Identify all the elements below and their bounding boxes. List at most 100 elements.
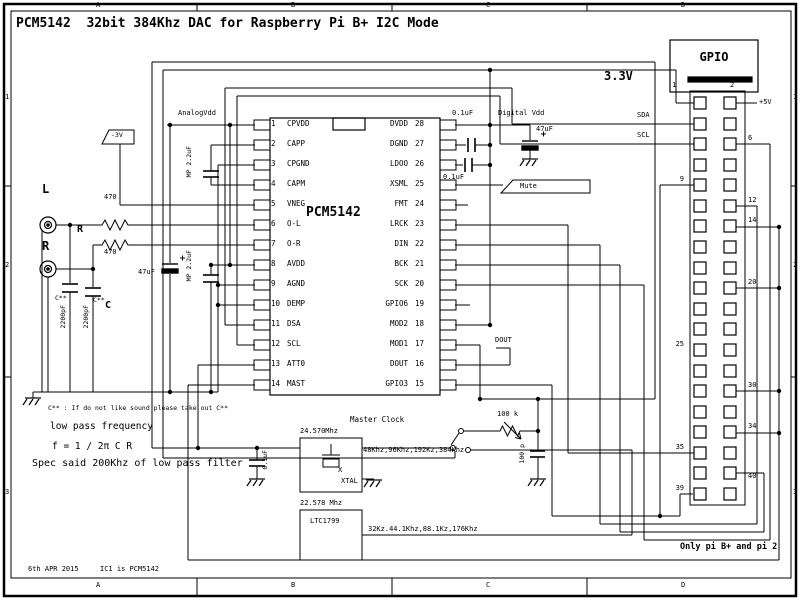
c-big-label: C (105, 300, 112, 311)
ic-pin-name: GPIO3 (385, 379, 408, 388)
resistors (98, 218, 523, 440)
ic-pin-stub-right (439, 139, 457, 151)
gpio-pin-number: 25 (675, 340, 684, 348)
x-label: X (338, 466, 343, 474)
gpio-pin-square (693, 96, 707, 110)
ic-pin-name: O-L (287, 219, 301, 228)
gpio-pin-square (693, 137, 707, 151)
jack-l-label: L (42, 182, 50, 196)
gpio-pin-number: 14 (748, 216, 757, 224)
gpio-pin-square (723, 343, 737, 357)
ruler-col-d-bottom: D (681, 581, 686, 589)
clock-switch-icon (450, 428, 471, 453)
ic-pin-num: 15 (415, 379, 425, 388)
ic-pin-stub-right (439, 119, 457, 131)
ic-pin-name: CPVDD (287, 119, 310, 128)
osc-freq-label: 22.578 Mhz (300, 499, 343, 507)
c-star-right-label: C** (93, 296, 105, 304)
ic-pin-stub-left (253, 319, 271, 331)
gpio-pin-square (723, 322, 737, 336)
neg3v-flag (101, 129, 135, 145)
c2200-right-label: 2200pF (82, 305, 90, 329)
ic-pin-name: GPIO6 (385, 299, 408, 308)
ic-pin-stub-right (439, 259, 457, 271)
ic-pin-name: CAPM (287, 179, 306, 188)
r-channel-label: R (77, 224, 84, 235)
ic-pin-name: CPGND (287, 159, 310, 168)
cap-mp22-bottom-icon (203, 274, 219, 283)
ic-pin-stub-left (253, 259, 271, 271)
ic-pin-num: 25 (415, 179, 425, 188)
gpio-pin-number: 6 (748, 134, 753, 142)
gpio-pin-number: 40 (748, 472, 757, 480)
ic-pin-name: BCK (394, 259, 408, 268)
mute-label: Mute (520, 182, 537, 190)
ic-pin-num: 21 (415, 259, 425, 268)
cap47-digital-label: 47uF (536, 125, 553, 133)
ruler-row-3-left: 3 (5, 488, 10, 496)
ground-icon (527, 478, 546, 487)
ic-pin-num: 24 (415, 199, 425, 208)
ic-pin-name: CAPP (287, 139, 306, 148)
gpio-header-bar (687, 76, 753, 83)
electrolytic-caps (161, 131, 546, 274)
ruler-row-1-left: 1 (5, 93, 10, 101)
ic-pin-num: 17 (415, 339, 425, 348)
gpio-pin-square (723, 219, 737, 233)
gpio-title: GPIO (699, 50, 729, 64)
ic-pin-num: 13 (271, 359, 281, 368)
gpio-pin-square (723, 137, 737, 151)
ic-pin-stub-right (439, 239, 457, 251)
gpio-pin-square (693, 219, 707, 233)
ic-pin-num: 7 (271, 239, 276, 248)
ic-pin-num: 16 (415, 359, 425, 368)
gpio-pin-square (693, 281, 707, 295)
ruler-col-a-bottom: A (96, 581, 101, 589)
ic-pin-stub-left (253, 159, 271, 171)
r470-bottom-label: 470 (104, 248, 117, 256)
ruler-row-2-left: 2 (5, 261, 10, 269)
digital-vdd-label: Digital Vdd (498, 109, 545, 117)
date-label: 6th APR 2015 (28, 565, 79, 573)
mp22-bottom-label: MP 2.2uF (185, 250, 193, 282)
ic-pin-name: DIN (394, 239, 408, 248)
page-title: PCM5142 32bit 384Khz DAC for Raspberry P… (16, 16, 439, 31)
ic-pin-name: O-R (287, 239, 301, 248)
ic-pin-num: 9 (271, 279, 276, 288)
junction-dots (67, 67, 782, 519)
rca-jack-r-icon (39, 260, 57, 278)
cap01-xtal-label: 0.1uF (261, 450, 269, 470)
c100p-label: 100 p (518, 444, 526, 464)
gpio-pin-square (693, 384, 707, 398)
gpio-pin-square (723, 425, 737, 439)
ic-pin-num: 1 (271, 119, 276, 128)
r470-top-label: 470 (104, 193, 117, 201)
rates-low-label: 32Kz.44.1Khz,88.1Kz,176Khz (368, 525, 478, 533)
lpf-note-2: f = 1 / 2π C R (52, 441, 133, 452)
ic-pin-stub-left (253, 199, 271, 211)
gpio-pin-square (693, 446, 707, 460)
ic-pin-stub-right (439, 319, 457, 331)
r100k-label: 100 k (497, 410, 519, 418)
ic-pin-name: DOUT (389, 359, 408, 368)
cap-0.1uf-xtal-icon (249, 459, 265, 467)
ic-pin-stub-left (253, 279, 271, 291)
dout-label: DOUT (495, 336, 512, 344)
ic-pin-name: SCL (287, 339, 301, 348)
gpio-pin-square (693, 302, 707, 316)
capacitors (62, 138, 545, 467)
ic-pin-num: 4 (271, 179, 276, 188)
gpio-pin-number: 30 (748, 381, 757, 389)
ic-pin-name: VNEG (287, 199, 306, 208)
gpio-pin-square (723, 446, 737, 460)
ic-pin-stub-right (439, 199, 457, 211)
gpio-pin-square (693, 178, 707, 192)
ic-pin-name: DSA (287, 319, 301, 328)
ic-pin-num: 19 (415, 299, 425, 308)
ic-name: PCM5142 (306, 205, 361, 220)
gpio-pin-square (693, 466, 707, 480)
cap-2200pf-left-icon (62, 283, 78, 293)
ic-pin-num: 10 (271, 299, 281, 308)
ruler-row-1-right: 1 (793, 93, 798, 101)
